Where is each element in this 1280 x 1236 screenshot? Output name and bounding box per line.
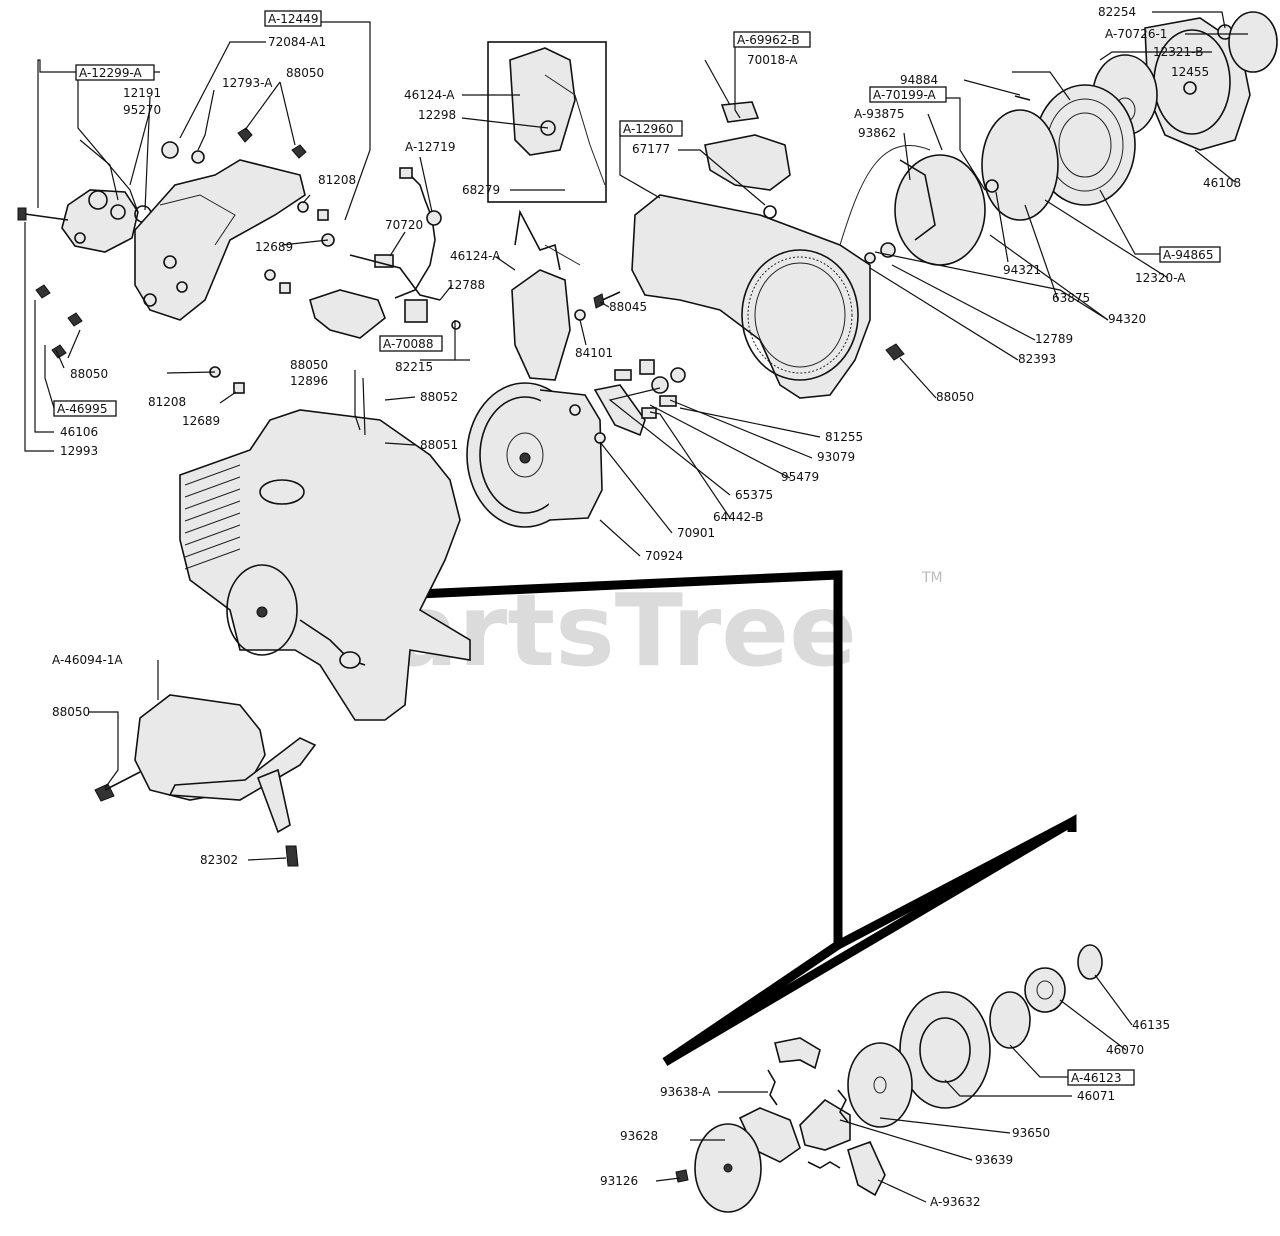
part-label: 70018-A xyxy=(747,53,798,67)
throttle-linkage xyxy=(309,254,461,339)
part-label: A-94865 xyxy=(1163,248,1213,262)
part-label: 46071 xyxy=(1077,1089,1115,1103)
part-label: 68279 xyxy=(462,183,500,197)
part-label: 95270 xyxy=(123,103,161,117)
part-label: 88050 xyxy=(286,66,324,80)
part-label: 81208 xyxy=(148,395,186,409)
part-label: 12455 xyxy=(1171,65,1209,79)
part-label: 46124-A xyxy=(450,249,501,263)
part-label: 46135 xyxy=(1132,1018,1170,1032)
part-label: 93862 xyxy=(858,126,896,140)
muffler xyxy=(94,694,317,867)
part-label: 72084-A1 xyxy=(268,35,326,49)
small-fasteners-left xyxy=(35,127,335,394)
part-label: A-46094-1A xyxy=(52,653,123,667)
part-label: 84101 xyxy=(575,346,613,360)
ignition-module-2 xyxy=(511,209,581,381)
part-label: 88050 xyxy=(70,367,108,381)
part-label: 82302 xyxy=(200,853,238,867)
part-label: 12896 xyxy=(290,374,328,388)
part-label: 70924 xyxy=(645,549,683,563)
part-label: 12689 xyxy=(255,240,293,254)
ignition-wire xyxy=(394,167,442,299)
starter-housing xyxy=(631,194,871,399)
part-label: 63875 xyxy=(1052,291,1090,305)
carburetor-group xyxy=(17,189,152,253)
part-label: 82215 xyxy=(395,360,433,374)
part-label: A-93632 xyxy=(930,1195,980,1209)
part-label: 81208 xyxy=(318,173,356,187)
part-label: 88051 xyxy=(420,438,458,452)
watermark-tm: TM xyxy=(921,570,943,586)
part-label: 46070 xyxy=(1106,1043,1144,1057)
part-label: A-46123 xyxy=(1071,1071,1121,1085)
part-label: 12321-B xyxy=(1153,45,1203,59)
part-label: 12993 xyxy=(60,444,98,458)
bolts-center xyxy=(574,291,621,321)
part-label: A-12960 xyxy=(623,122,673,136)
part-label: 88052 xyxy=(420,390,458,404)
part-label: 94321 xyxy=(1003,263,1041,277)
air-box xyxy=(134,159,306,321)
part-label: 81255 xyxy=(825,430,863,444)
part-label: 12689 xyxy=(182,414,220,428)
part-label: 95479 xyxy=(781,470,819,484)
part-label: 12298 xyxy=(418,108,456,122)
part-label: 93079 xyxy=(817,450,855,464)
part-label: 93650 xyxy=(1012,1126,1050,1140)
part-label: 12788 xyxy=(447,278,485,292)
part-label: 94320 xyxy=(1108,312,1146,326)
fan-flywheel xyxy=(466,382,603,528)
part-label: 12793-A xyxy=(222,76,273,90)
part-label: 12789 xyxy=(1035,332,1073,346)
part-label: 46124-A xyxy=(404,88,455,102)
part-label: 46108 xyxy=(1203,176,1241,190)
part-label: 94884 xyxy=(900,73,938,87)
part-label: A-70726-1 xyxy=(1105,27,1167,41)
part-label: A-12719 xyxy=(405,140,455,154)
part-label: 88045 xyxy=(609,300,647,314)
starter-handle xyxy=(704,101,791,219)
part-label: 65375 xyxy=(735,488,773,502)
part-label: A-12299-A xyxy=(79,66,143,80)
clutch-assembly xyxy=(675,944,1103,1213)
assembly-bracket xyxy=(329,570,1077,1066)
part-label: 82393 xyxy=(1018,352,1056,366)
boxed-label-frames xyxy=(53,10,1221,1086)
part-label: A-93875 xyxy=(854,107,904,121)
part-label: 93638-A xyxy=(660,1085,711,1099)
part-label: 46106 xyxy=(60,425,98,439)
points-and-bolts xyxy=(569,343,905,444)
part-label: 67177 xyxy=(632,142,670,156)
engine-block xyxy=(179,409,471,721)
part-label: 88050 xyxy=(936,390,974,404)
part-label: A-70199-A xyxy=(873,88,937,102)
recoil-starter-group xyxy=(839,11,1278,266)
ignition-module-boxed xyxy=(487,41,607,203)
part-label: A-69962-B xyxy=(737,33,800,47)
part-label: 88050 xyxy=(290,358,328,372)
part-label: 93126 xyxy=(600,1174,638,1188)
part-label: 70720 xyxy=(385,218,423,232)
part-label: 12191 xyxy=(123,86,161,100)
leader-lines xyxy=(24,11,1248,1203)
part-label: 88050 xyxy=(52,705,90,719)
part-label: 12320-A xyxy=(1135,271,1186,285)
part-label: A-12449 xyxy=(268,12,318,26)
part-label: 82254 xyxy=(1098,5,1136,19)
part-label: 93639 xyxy=(975,1153,1013,1167)
part-label: A-46995 xyxy=(57,402,107,416)
part-labels: A-12449 72084-A1 A-12299-A 12793-A 88050… xyxy=(52,5,1241,1209)
part-label: 70901 xyxy=(677,526,715,540)
part-label: 93628 xyxy=(620,1129,658,1143)
part-label: A-70088 xyxy=(383,337,433,351)
part-label: 64442-B xyxy=(713,510,763,524)
